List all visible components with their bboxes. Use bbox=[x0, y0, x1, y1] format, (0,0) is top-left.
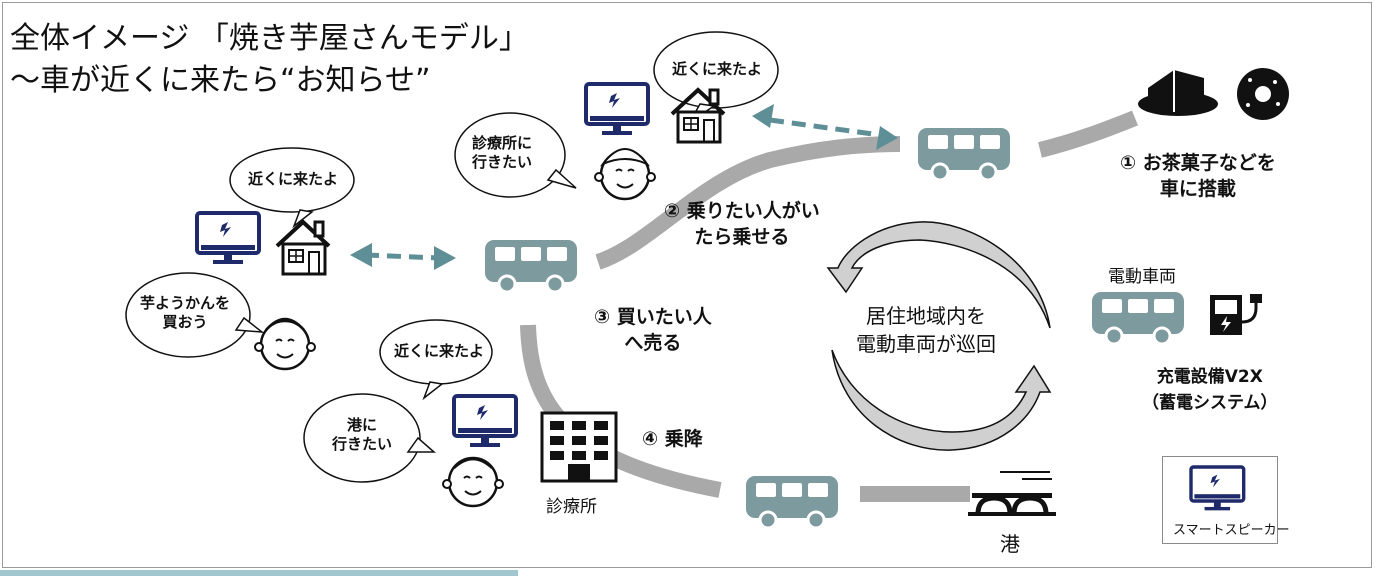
port-label: 港 bbox=[1000, 532, 1020, 556]
elderly-face-icon-left bbox=[253, 317, 317, 371]
bottom-accent-bar bbox=[0, 570, 518, 576]
bus-icon-bottom bbox=[744, 474, 840, 530]
step-4-label: ④ 乗降 bbox=[642, 428, 703, 450]
bubble-near-bottom: 近くに来たよ bbox=[394, 342, 485, 360]
smart-speaker-legend: スマートスピーカー bbox=[1162, 456, 1290, 544]
cake-icon bbox=[1138, 70, 1218, 116]
bubble-port-want: 港に行きたい bbox=[332, 416, 393, 453]
elderly-face-icon-bottom bbox=[441, 456, 505, 508]
bubble-clinic-want: 診療所に行きたい bbox=[472, 134, 533, 171]
step-1-label: ① お茶菓子などを車に搭載 bbox=[1120, 152, 1276, 200]
charging-label: 充電設備V2X（蓄電システム） bbox=[1142, 367, 1278, 413]
monitor-icon-left bbox=[195, 211, 261, 266]
center-note: 居住地域内を電動車両が巡回 bbox=[856, 304, 996, 356]
arrow-house-bus-left bbox=[350, 243, 456, 270]
bubble-near-top: 近くに来たよ bbox=[672, 60, 763, 78]
step-2-label: ② 乗りたい人がいたら乗せる bbox=[664, 200, 820, 248]
charger-icon bbox=[1210, 294, 1262, 335]
elderly-face-icon-top bbox=[593, 148, 657, 201]
page-title-line1: 全体イメージ 「焼き芋屋さんモデル」 bbox=[10, 21, 529, 56]
monitor-icon-bottom bbox=[452, 394, 518, 449]
page-title-line2: ～車が近くに来たら“お知らせ” bbox=[10, 63, 431, 98]
ev-label: 電動車両 bbox=[1108, 267, 1176, 287]
donut-icon bbox=[1237, 68, 1289, 120]
bus-icon-left bbox=[483, 238, 579, 294]
bus-icon-top bbox=[916, 126, 1012, 182]
bubble-yokan-want: 芋ようかんを買おう bbox=[140, 294, 231, 331]
port-icon bbox=[968, 471, 1056, 516]
cycle-arrows bbox=[826, 221, 1052, 451]
speech-bubbles bbox=[125, 31, 779, 483]
bubble-near-left: 近くに来たよ bbox=[248, 170, 339, 188]
step-3-label: ③ 買いたい人へ売る bbox=[594, 306, 712, 354]
monitor-icon-top bbox=[584, 82, 650, 137]
house-icon-left bbox=[275, 220, 331, 276]
bus-icon-ev bbox=[1090, 290, 1186, 346]
arrow-house-bus-top bbox=[752, 104, 898, 150]
clinic-label: 診療所 bbox=[546, 497, 597, 517]
monitor-icon-legend bbox=[1189, 465, 1246, 511]
smart-speaker-label: スマートスピーカー bbox=[1173, 523, 1290, 538]
building-icon bbox=[540, 411, 618, 483]
diagram-frame bbox=[2, 2, 1372, 568]
